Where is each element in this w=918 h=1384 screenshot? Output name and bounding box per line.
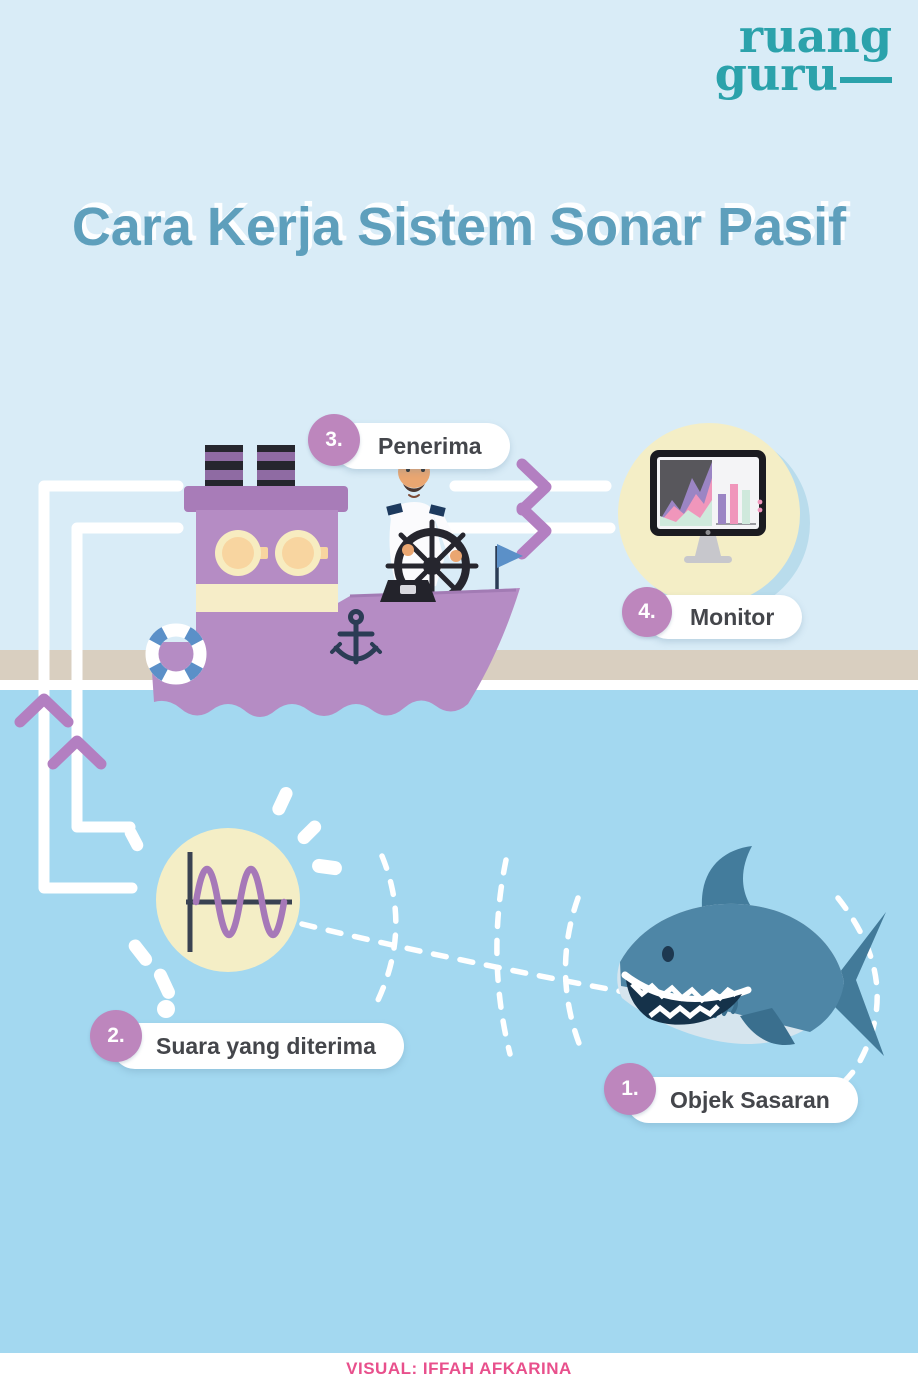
step-label: Monitor — [646, 595, 803, 639]
anchor-icon — [330, 609, 382, 665]
boat-to-monitor-lines — [442, 480, 616, 534]
sound-burst-dashes — [124, 787, 342, 1018]
porthole-icons — [215, 530, 328, 576]
logo-line2: guru — [715, 51, 892, 97]
step-number-badge: 4. — [622, 587, 672, 637]
signal-path-left-lines — [38, 480, 184, 894]
monitor-circle-icon — [618, 423, 810, 614]
credit-bar: VISUAL: IFFAH AFKARINA — [0, 1353, 918, 1384]
credit-text: VISUAL: IFFAH AFKARINA — [346, 1358, 572, 1378]
shark-illustration — [617, 846, 886, 1056]
up-chevron-icons — [14, 693, 107, 770]
page-title: Cara Kerja Sistem Sonar Pasif — [71, 197, 847, 257]
logo-line1: ruang — [738, 9, 892, 63]
lifebuoy-icon — [145, 623, 207, 685]
sound-wave-circle-icon — [124, 787, 342, 1018]
step-label: Suara yang diterima — [112, 1023, 404, 1069]
step-number-badge: 2. — [90, 1010, 142, 1062]
step-number-badge: 1. — [604, 1063, 656, 1115]
step-label: Objek Sasaran — [626, 1077, 858, 1123]
boat-hull — [150, 588, 520, 717]
flag-icon — [495, 544, 523, 592]
right-chevron-icons — [516, 458, 552, 560]
step-number-badge: 3. — [308, 414, 360, 466]
boat-illustration — [145, 434, 523, 717]
monitor-icon — [650, 450, 766, 563]
sine-wave-icon — [186, 852, 292, 952]
step-label: Penerima — [334, 423, 510, 469]
